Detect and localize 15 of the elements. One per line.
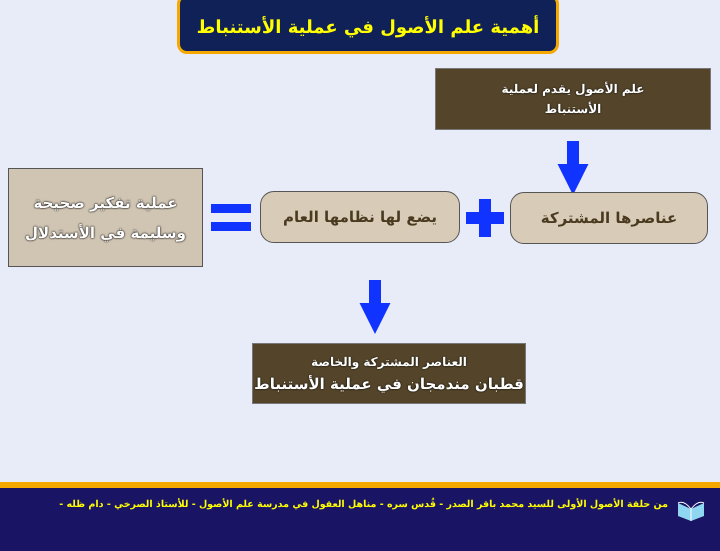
text-panel: [435, 68, 711, 130]
footer-note: من حلقة الأصول الأولى للسيد محمد باقر الصدر - قُدس سره - مناهل العقول في مدرسة علم الأصول - للأستاذ الصرخي - دام ظله -: [59, 499, 668, 510]
panel-text: قطبان مندمجان في عملية الأستنباط: [254, 374, 524, 395]
panel-heading: العناصر المشتركة والخاصة: [311, 354, 467, 371]
text-panel: [252, 343, 526, 404]
panel-text: يضع لها نظامها العام: [282, 208, 438, 226]
panel-text: عناصرها المشتركة: [540, 209, 678, 227]
panel-text: عملية تفكير صحيحة وسليمة في الأستدلال: [24, 192, 187, 244]
title-banner: أهمية علم الأصول في عملية الأستنباط: [177, 0, 559, 54]
text-panel: [8, 168, 203, 267]
rounded-box: [260, 191, 460, 243]
panel-text: علم الأصول يقدم لعملية الأستنباط: [500, 80, 646, 118]
arrow: [557, 141, 589, 195]
rounded-box: [510, 192, 708, 244]
arrow: [359, 280, 391, 334]
